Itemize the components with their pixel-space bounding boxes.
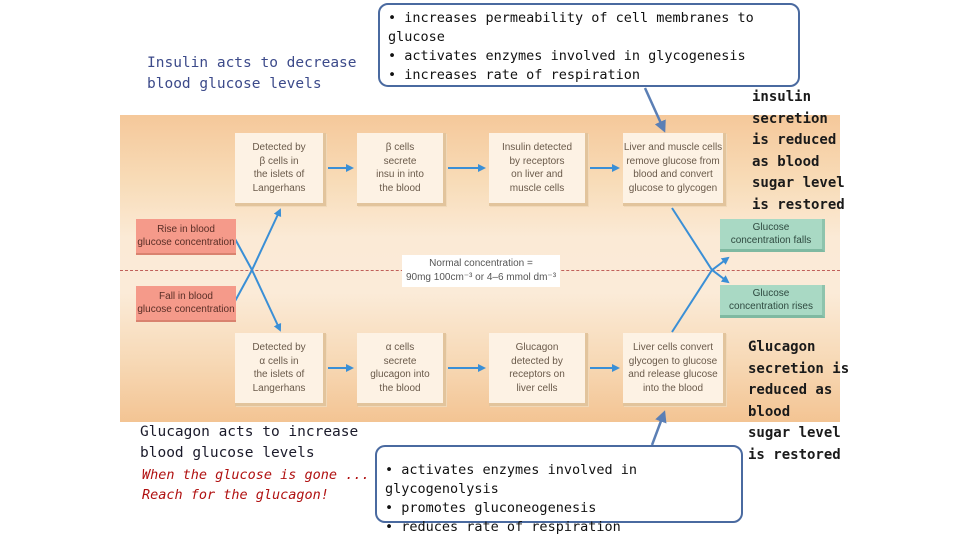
glucagon-effect-item: promotes gluconeogenesis bbox=[385, 499, 733, 518]
liver-to-rises-arrow bbox=[671, 268, 730, 333]
liver-muscle-remove-glucose: Liver and muscle cells remove glucose fr… bbox=[623, 133, 726, 206]
insulin-effect-item: increases permeability of cell membranes… bbox=[388, 9, 790, 47]
rise-to-beta-arrow bbox=[251, 208, 282, 271]
insulin-effects-callout: increases permeability of cell membranes… bbox=[378, 3, 800, 87]
insulin-effect-item: activates enzymes involved in glycogenes… bbox=[388, 47, 790, 66]
glucagon-effect-item: activates enzymes involved in glycogenol… bbox=[385, 461, 733, 499]
insulin-secretion-note: insulin secretion is reduced as blood su… bbox=[752, 89, 845, 213]
detected-by-alpha-cells: Detected by α cells in the islets of Lan… bbox=[235, 333, 326, 406]
glucagon-detected-by-receptors: Glucagon detected by receptors on liver … bbox=[489, 333, 588, 406]
glucose-concentration-falls: Glucose concentration falls bbox=[720, 219, 825, 252]
liver-cells-release-glucose: Liver cells convert glycogen to glucose … bbox=[623, 333, 726, 406]
glucagon-title: Glucagon acts to increase blood glucose … bbox=[140, 424, 359, 461]
glucagon-effect-item: reduces rate of respiration bbox=[385, 518, 733, 537]
alpha-cells-secrete-glucagon: α cells secrete glucagon into the blood bbox=[357, 333, 446, 406]
glucagon-effects-callout: activates enzymes involved in glycogenol… bbox=[375, 445, 743, 535]
insulin-effect-item: increases rate of respiration bbox=[388, 66, 790, 85]
glucagon-callout-pointer bbox=[650, 410, 667, 446]
normal-concentration-label: Normal concentration = 90mg 100cm⁻³ or 4… bbox=[402, 255, 560, 287]
fall-to-alpha-arrow bbox=[251, 269, 282, 332]
glucose-concentration-rises: Glucose concentration rises bbox=[720, 285, 825, 318]
insulin-callout-pointer bbox=[643, 87, 666, 133]
glucagon-secretion-note: Glucagon secretion is reduced as blood s… bbox=[748, 339, 850, 463]
glucagon-mnemonic: When the glucose is gone ... Reach for t… bbox=[142, 467, 370, 503]
rise-in-blood-glucose: Rise in blood glucose concentration bbox=[136, 219, 236, 255]
insulin-detected-by-receptors: Insulin detected by receptors on liver a… bbox=[489, 133, 588, 206]
detected-by-beta-cells: Detected by β cells in the islets of Lan… bbox=[235, 133, 326, 206]
insulin-title: Insulin acts to decrease blood glucose l… bbox=[147, 55, 357, 92]
fall-in-blood-glucose: Fall in blood glucose concentration bbox=[136, 286, 236, 322]
beta-cells-secrete-insulin: β cells secrete insu in into the blood bbox=[357, 133, 446, 206]
